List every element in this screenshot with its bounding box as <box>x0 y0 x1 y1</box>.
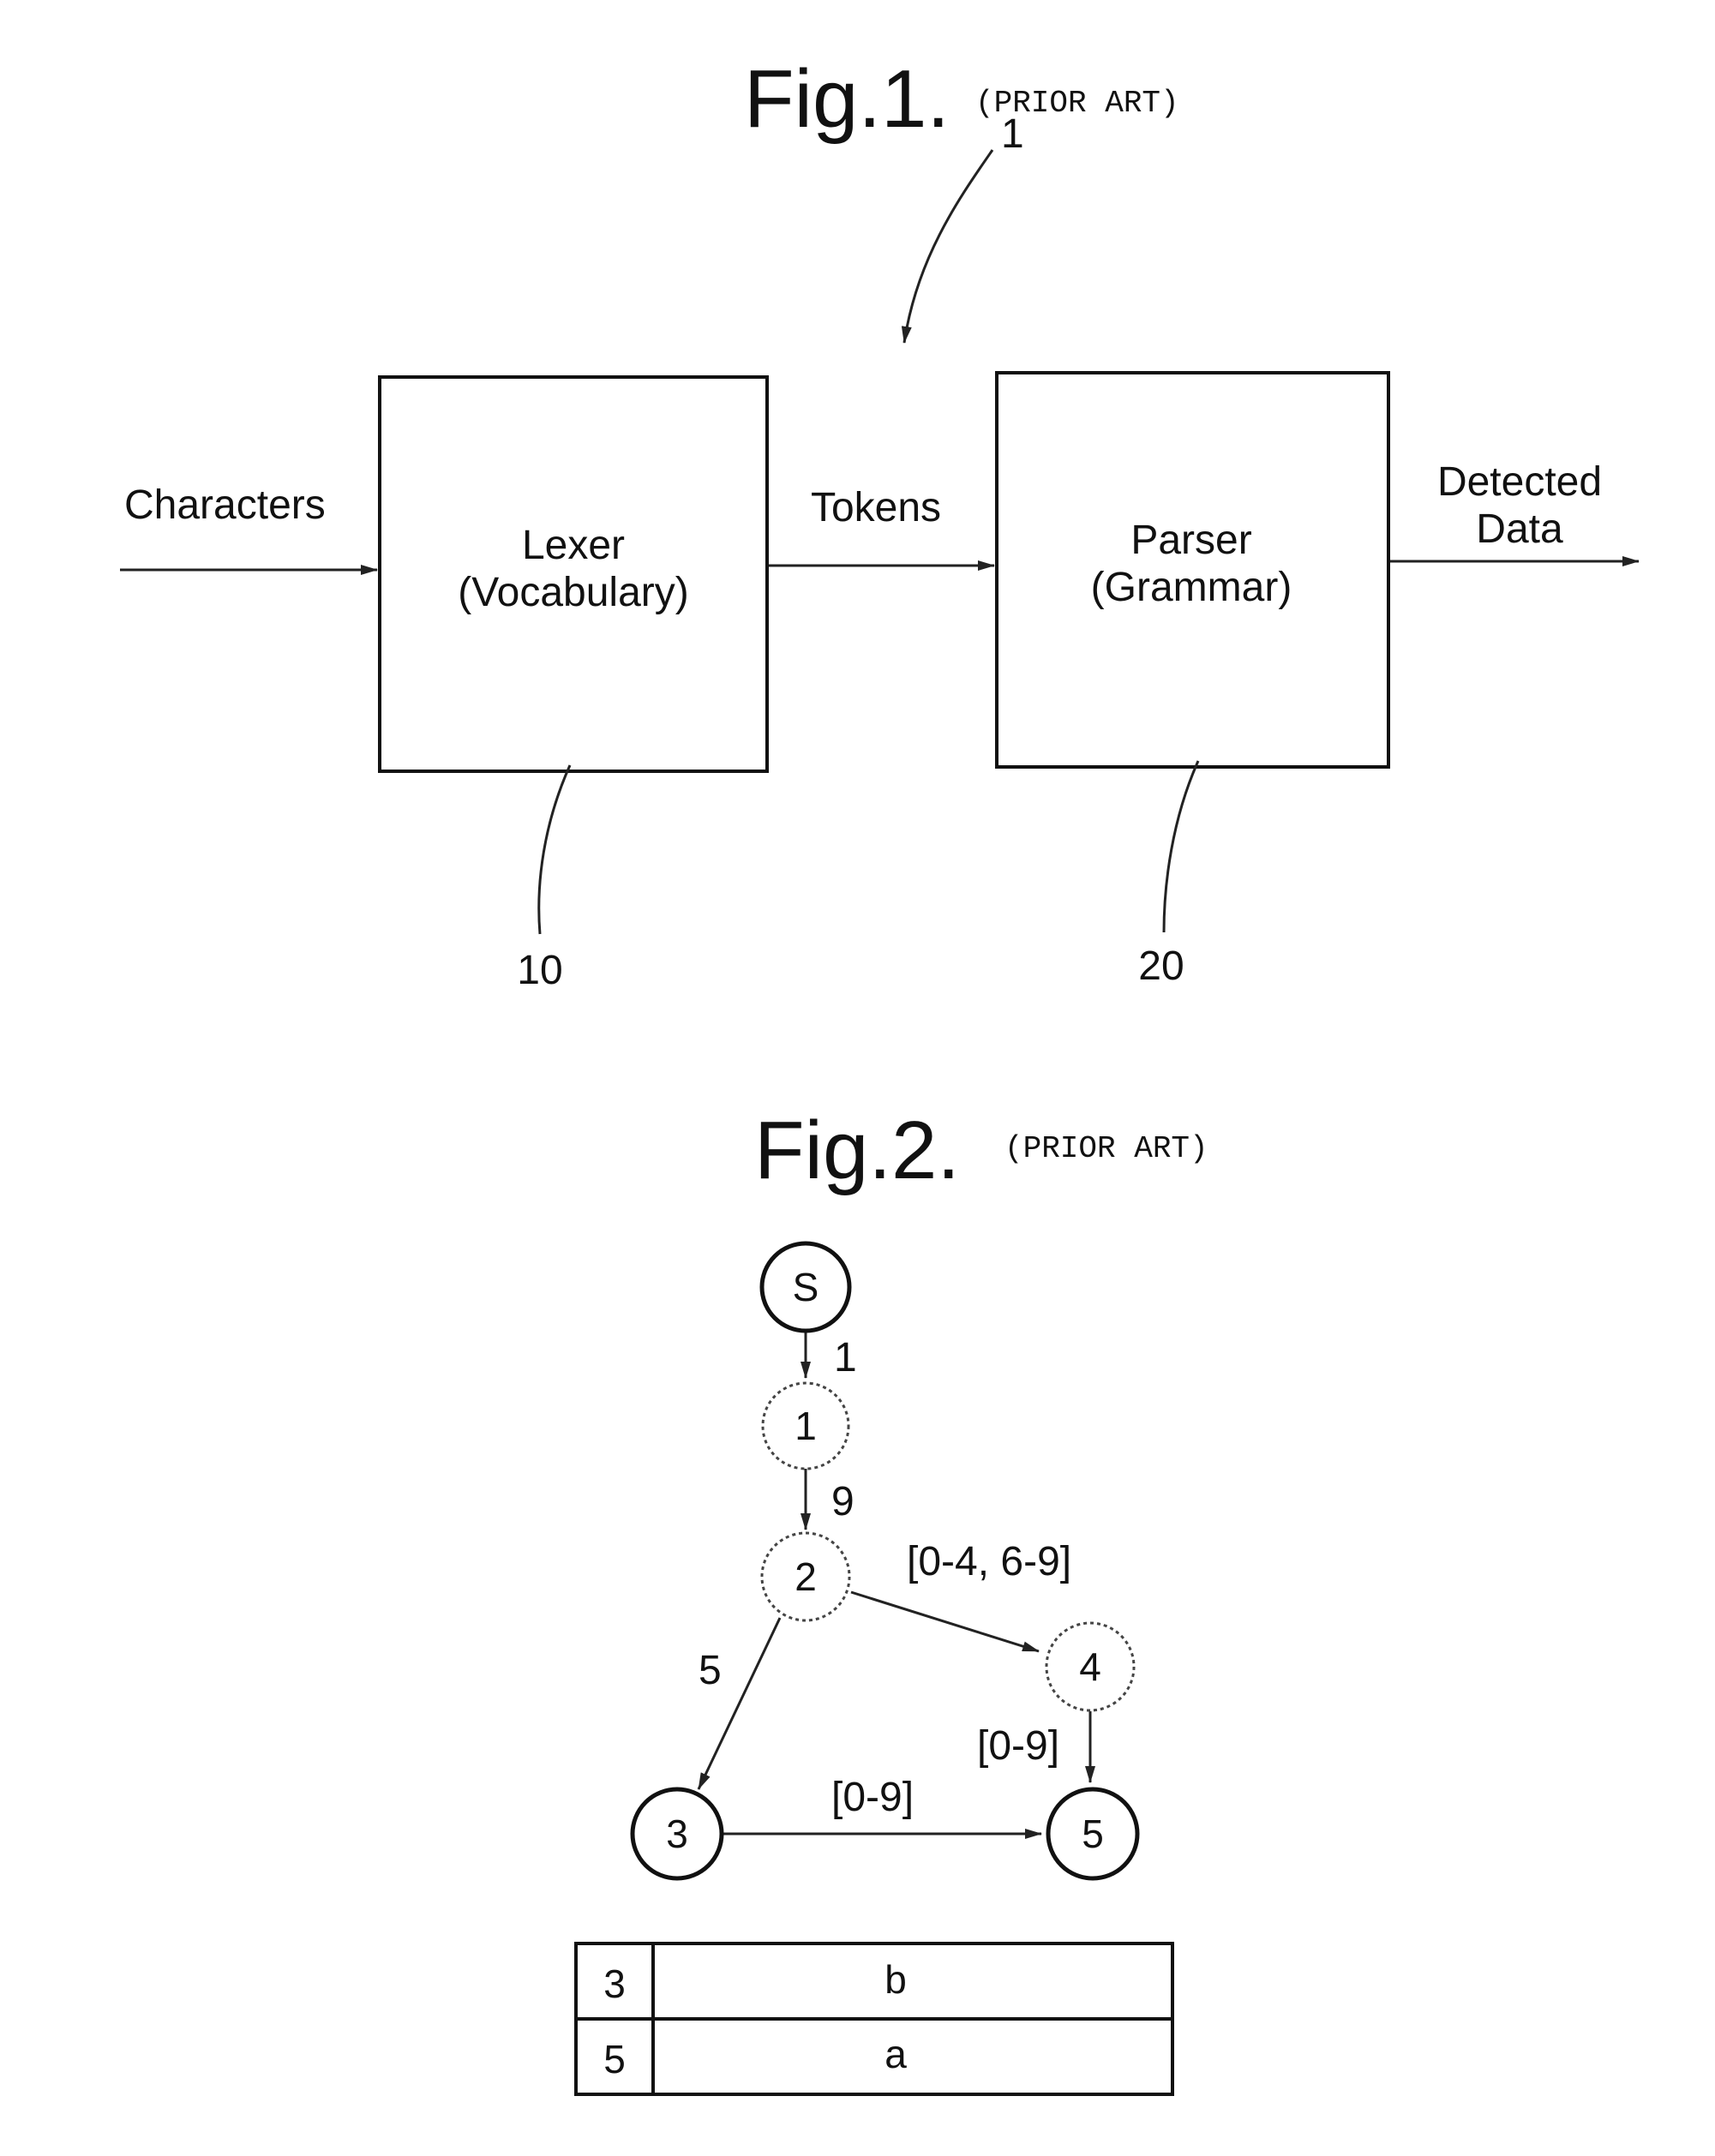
table-row-1-state: 3 <box>603 1961 626 2006</box>
parser-title: Parser <box>1130 518 1251 563</box>
fig2-title: Fig.2. <box>754 1105 960 1196</box>
lexer-ref-leader <box>539 765 570 934</box>
table-row-2-value: a <box>884 2032 907 2076</box>
edge-1-2-label: 9 <box>831 1479 855 1524</box>
node-3: 3 <box>633 1789 722 1878</box>
node-5: 5 <box>1048 1789 1137 1878</box>
parser-subtitle: (Grammar) <box>1091 565 1292 610</box>
table-row-2-state: 5 <box>603 2037 626 2081</box>
node-start: S <box>762 1243 849 1331</box>
table-row: 5 a <box>603 2032 907 2081</box>
node-2: 2 <box>762 1533 849 1620</box>
edge-2-3 <box>699 1618 780 1789</box>
node-4: 4 <box>1046 1623 1134 1710</box>
data-label: Data <box>1476 506 1563 552</box>
parser-ref-leader <box>1164 761 1198 932</box>
node-start-label: S <box>793 1265 819 1309</box>
node-2-label: 2 <box>795 1554 817 1599</box>
accept-state-table: 3 b 5 a <box>576 1943 1172 2094</box>
node-4-label: 4 <box>1079 1644 1101 1689</box>
edge-2-4 <box>851 1592 1039 1651</box>
lexer-subtitle: (Vocabulary) <box>458 570 688 615</box>
tokens-label: Tokens <box>811 485 941 530</box>
figure-1: Fig.1. (PRIOR ART) 1 Characters Lexer (V… <box>120 53 1639 993</box>
edge-4-5-label: [0-9] <box>977 1723 1059 1769</box>
table-row: 3 b <box>603 1957 907 2006</box>
system-ref-leader <box>904 150 992 343</box>
fig2-prior-art-note: (PRIOR ART) <box>1004 1131 1208 1166</box>
edge-3-5-label: [0-9] <box>831 1775 914 1820</box>
figure-2: Fig.2. (PRIOR ART) 1 9 [0-4, 6-9] 5 [0-9… <box>576 1105 1208 2094</box>
edge-2-4-label: [0-4, 6-9] <box>907 1539 1071 1584</box>
lexer-ref: 10 <box>517 948 562 993</box>
edge-s-1-label: 1 <box>834 1335 857 1380</box>
detected-label: Detected <box>1437 459 1602 505</box>
characters-label: Characters <box>124 482 326 528</box>
node-3-label: 3 <box>666 1812 688 1856</box>
parser-ref: 20 <box>1138 943 1184 989</box>
node-1-label: 1 <box>795 1404 817 1448</box>
edge-2-3-label: 5 <box>699 1648 722 1693</box>
fig1-system-ref: 1 <box>1001 111 1024 157</box>
node-5-label: 5 <box>1082 1812 1104 1856</box>
node-1: 1 <box>763 1383 849 1469</box>
table-row-1-value: b <box>884 1957 907 2002</box>
fig1-title: Fig.1. <box>744 53 950 145</box>
lexer-title: Lexer <box>522 523 625 568</box>
